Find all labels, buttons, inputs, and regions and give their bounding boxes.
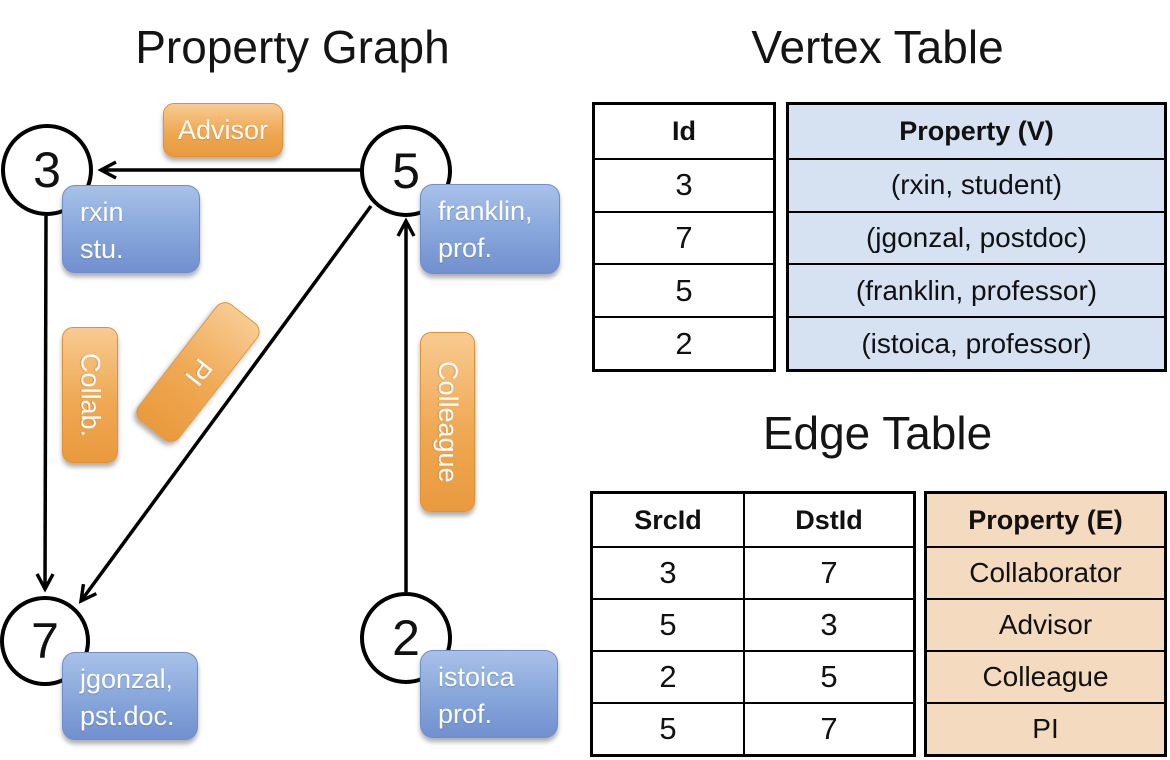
vertex-table-id-cell: 3: [595, 157, 773, 211]
vertex-property-3-line2: stu.: [80, 234, 124, 264]
vertex-table-id-header: Id: [672, 115, 696, 146]
vertex-table-id-cell: 2: [595, 316, 773, 369]
vertex-property-7-line2: pst.doc.: [80, 701, 175, 731]
edge-table-dstid-cell: 7: [743, 702, 913, 754]
edge-table-srcid-cell: 5: [593, 702, 743, 754]
vertex-table-id-column: Id 3 7 5 2: [592, 102, 776, 372]
edge-label-advisor: Advisor: [163, 103, 283, 157]
vertex-table-property-cell: (istoica, professor): [789, 316, 1164, 369]
vertex-table-title: Vertex Table: [751, 21, 1004, 73]
vertex-table-property-header: Property (V): [899, 115, 1054, 146]
edge-table-id-columns: SrcId DstId 3 7 5 3 2 5 5 7: [590, 491, 916, 757]
edge-table-dstid-cell: 5: [743, 650, 913, 702]
graph-title: Property Graph: [135, 21, 450, 73]
vertex-table-id-cell: 5: [595, 263, 773, 316]
vertex-property-box-2: istoica prof.: [420, 650, 558, 738]
edge-table-property-cell: Advisor: [927, 598, 1164, 650]
edge-label-collaborator: Collab.: [62, 327, 118, 463]
edge-table-srcid-cell: 3: [593, 546, 743, 598]
edge-table-property-column: Property (E) Collaborator Advisor Collea…: [924, 491, 1167, 757]
vertex-property-7-line1: jgonzal,: [80, 664, 174, 694]
vertex-property-box-7: jgonzal, pst.doc.: [62, 652, 198, 740]
vertex-property-box-5: franklin, prof.: [420, 184, 560, 274]
edge-table-srcid-cell: 2: [593, 650, 743, 702]
edge-table-srcid-header: SrcId: [634, 504, 702, 535]
vertex-property-2-line2: prof.: [438, 699, 493, 729]
vertex-table-id-cell: 7: [595, 210, 773, 264]
edge-table-dstid-cell: 7: [743, 546, 913, 598]
edge-table-dstid-header: DstId: [743, 494, 913, 546]
vertex-property-2-line1: istoica: [438, 662, 515, 692]
vertex-node-7-id: 7: [31, 613, 59, 669]
vertex-node-3-id: 3: [33, 142, 61, 198]
vertex-property-5-line1: franklin,: [438, 196, 533, 226]
vertex-node-5: 5: [360, 125, 452, 217]
edge-table-property-cell: Collaborator: [927, 546, 1164, 598]
edge-table-property-cell: PI: [927, 702, 1164, 754]
vertex-table-property-column: Property (V) (rxin, student) (jgonzal, p…: [786, 102, 1167, 372]
vertex-property-5-line2: prof.: [438, 233, 493, 263]
edge-table-srcid-cell: 5: [593, 598, 743, 650]
vertex-node-5-id: 5: [392, 143, 420, 199]
vertex-table-property-cell: (rxin, student): [789, 157, 1164, 211]
edge-table-dstid-cell: 3: [743, 598, 913, 650]
edge-arrow-5-to-7: [78, 204, 373, 604]
vertex-node-2: 2: [360, 592, 452, 684]
vertex-node-2-id: 2: [392, 610, 420, 666]
edge-table-property-cell: Colleague: [927, 650, 1164, 702]
edge-table-property-header: Property (E): [968, 504, 1123, 535]
vertex-table-property-cell: (franklin, professor): [789, 263, 1164, 316]
graph-arrows-layer: [35, 160, 416, 604]
edge-arrow-3-to-7: [35, 215, 55, 593]
vertex-property-3-line1: rxin: [80, 197, 124, 227]
vertex-table-property-cell: (jgonzal, postdoc): [789, 210, 1164, 264]
vertex-property-box-3: rxin stu.: [62, 185, 200, 273]
edge-label-colleague: Colleague: [420, 332, 475, 512]
edge-table-title: Edge Table: [762, 407, 993, 459]
